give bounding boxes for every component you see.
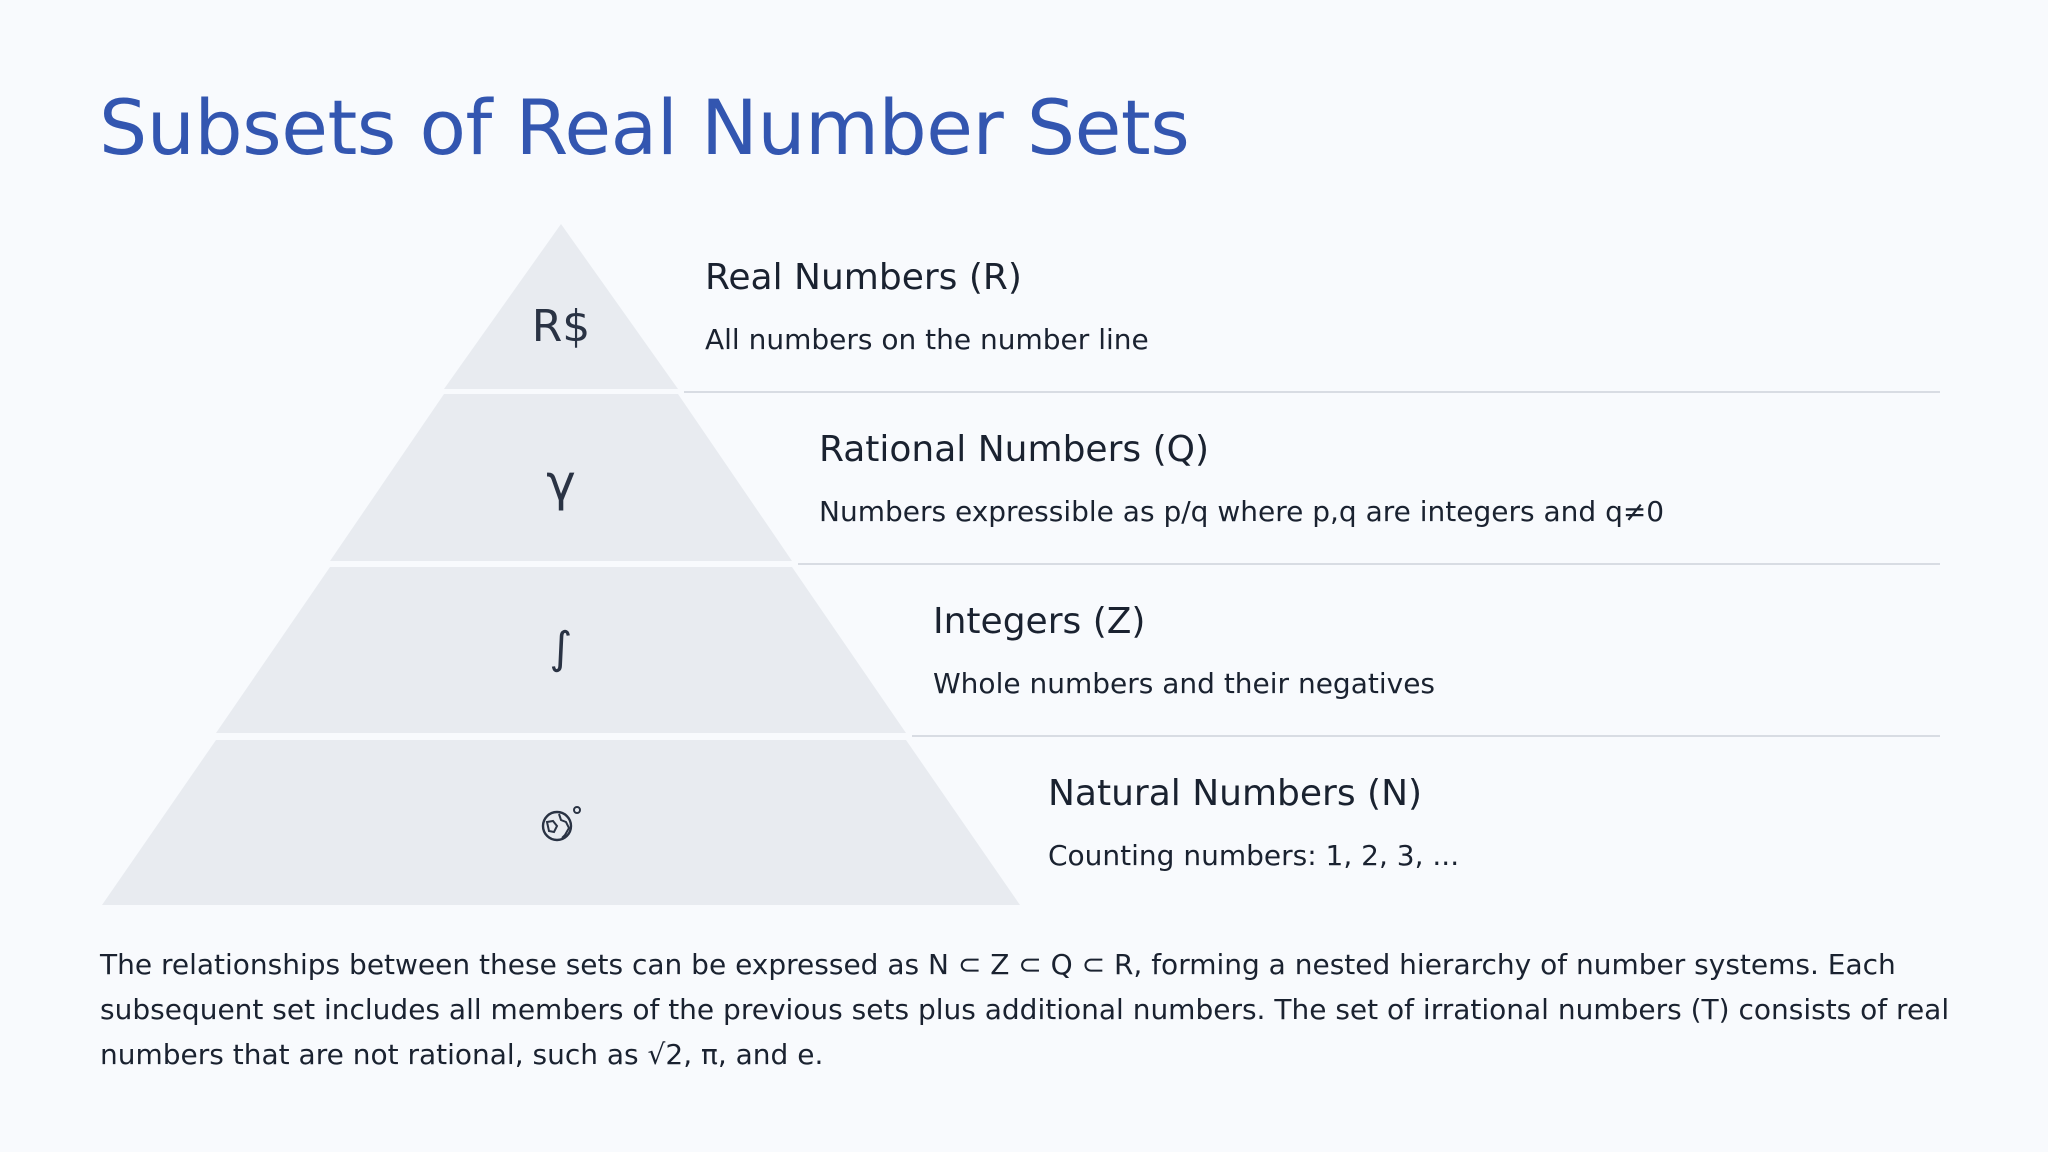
level-heading-integers: Integers (Z) bbox=[933, 601, 1146, 642]
level-heading-natural: Natural Numbers (N) bbox=[1048, 773, 1423, 814]
divider-integers bbox=[912, 735, 1940, 737]
level-integers: Integers (Z) Whole numbers and their neg… bbox=[933, 600, 1435, 701]
level-real: Real Numbers (R) All numbers on the numb… bbox=[705, 256, 1149, 357]
pyramid-tier-real bbox=[444, 224, 678, 389]
real-currency-icon: R$ bbox=[531, 301, 591, 352]
pyramid-tier-natural bbox=[102, 740, 1020, 905]
level-heading-real: Real Numbers (R) bbox=[705, 257, 1022, 298]
globe-icon bbox=[501, 804, 621, 856]
gamma-icon: γ bbox=[546, 454, 576, 512]
level-desc-rational: Numbers expressible as p/q where p,q are… bbox=[819, 495, 1665, 529]
summary-paragraph: The relationships between these sets can… bbox=[100, 948, 1950, 1071]
level-heading-rational: Rational Numbers (Q) bbox=[819, 429, 1209, 470]
divider-real bbox=[684, 391, 1940, 393]
pyramid-tier-rational bbox=[330, 394, 792, 561]
divider-rational bbox=[798, 563, 1940, 565]
level-rational: Rational Numbers (Q) Numbers expressible… bbox=[819, 428, 1664, 529]
level-desc-integers: Whole numbers and their negatives bbox=[933, 667, 1436, 701]
integral-icon: ∫ bbox=[549, 623, 573, 674]
page-title: Subsets of Real Number Sets bbox=[99, 83, 1190, 172]
level-desc-real: All numbers on the number line bbox=[705, 323, 1149, 357]
level-natural: Natural Numbers (N) Counting numbers: 1,… bbox=[1048, 772, 1459, 873]
level-desc-natural: Counting numbers: 1, 2, 3, ... bbox=[1048, 839, 1460, 873]
pyramid-tier-integers bbox=[216, 567, 906, 733]
